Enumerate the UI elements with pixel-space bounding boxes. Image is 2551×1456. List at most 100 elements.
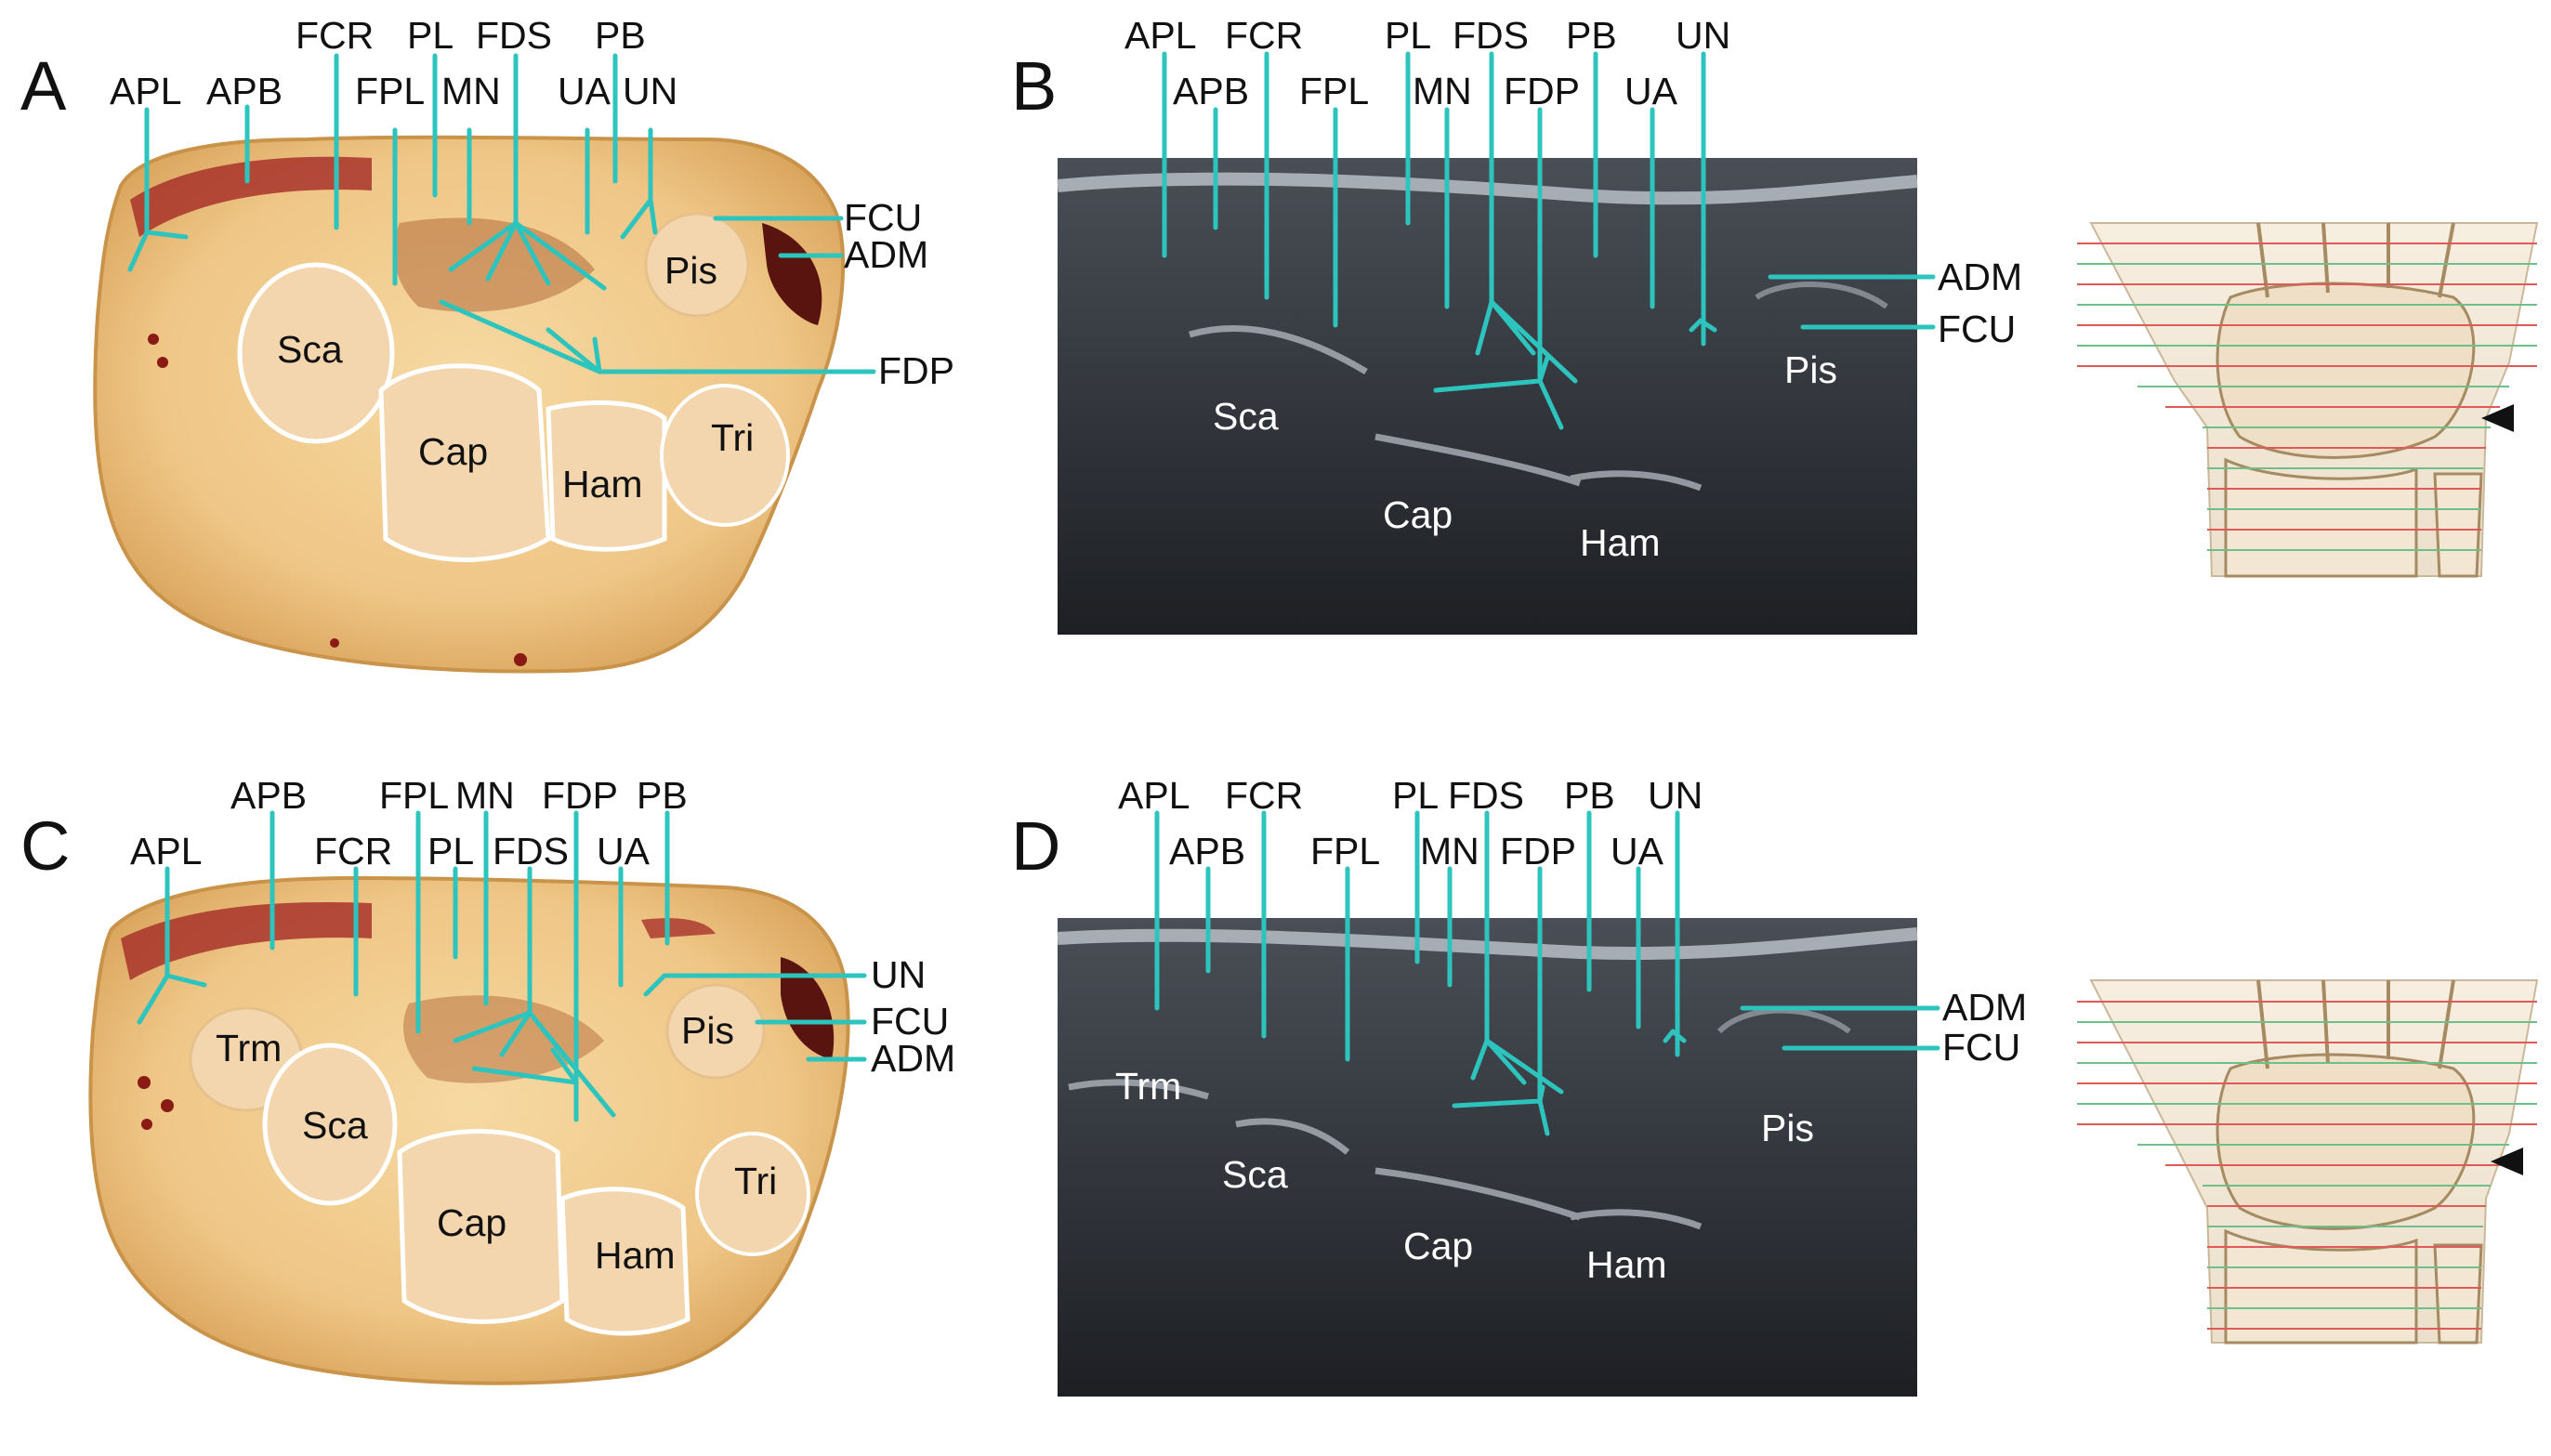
- panel-b: B Sca Cap Ham Pis APL APB FCR FPL PL: [1011, 14, 2022, 635]
- label-pb: PB: [637, 774, 688, 817]
- label-mn: MN: [441, 70, 501, 112]
- radius-ulna: [2224, 457, 2483, 578]
- label-fcu: FCU: [871, 1000, 949, 1043]
- label-apb: APB: [1173, 70, 1249, 112]
- reference-lines: [2077, 1001, 2537, 1330]
- label-apb: APB: [1169, 830, 1245, 872]
- panel-letter-c: C: [20, 807, 70, 885]
- bone-hamate-a: [546, 400, 667, 552]
- bone-label-tri: Tri: [734, 1160, 777, 1202]
- reference-lines: [2077, 243, 2537, 551]
- bone-pisiform-a: [644, 212, 750, 318]
- vessel-dot: [157, 357, 168, 368]
- label-fcr: FCR: [296, 14, 374, 57]
- muscle-adm-a: [762, 223, 822, 325]
- label-adm: ADM: [1942, 986, 2027, 1029]
- muscle-dorsal-band-a: [130, 156, 372, 237]
- label-un: UN: [1676, 14, 1730, 57]
- bone-capitate-c: [397, 1129, 565, 1324]
- vessel-dot: [138, 1076, 151, 1089]
- ultrasound-image-b: [1058, 158, 1917, 635]
- label-apl: APL: [1118, 774, 1190, 817]
- leader-lines-a: [127, 53, 876, 374]
- label-fpl: FPL: [1299, 70, 1369, 112]
- vessel-dot: [514, 653, 527, 666]
- label-fcu: FCU: [1938, 308, 2016, 350]
- level-indicator-arrow-top: [2481, 404, 2514, 432]
- bone-label-pis: Pis: [1761, 1107, 1814, 1149]
- label-fpl: FPL: [1310, 830, 1380, 872]
- label-fds: FDS: [1448, 774, 1524, 817]
- label-pb: PB: [1564, 774, 1615, 817]
- panel-d: D Trm Sca Cap Ham Pis APL APB FCR FPL: [1011, 774, 2027, 1397]
- vessel-dot: [141, 1119, 152, 1130]
- label-pl: PL: [427, 830, 474, 872]
- muscle-adm-c: [781, 957, 835, 1059]
- panel-letter-d: D: [1011, 807, 1060, 885]
- label-fdp: FDP: [1504, 70, 1580, 112]
- carpal-outline: [2216, 1053, 2476, 1230]
- vessel-dot: [161, 1099, 174, 1112]
- bone-label-ham: Ham: [595, 1234, 676, 1277]
- label-mn: MN: [455, 774, 515, 817]
- label-pl: PL: [407, 14, 454, 57]
- bone-label-cap: Cap: [1403, 1225, 1473, 1267]
- label-fds: FDS: [476, 14, 552, 57]
- panel-letter-b: B: [1011, 47, 1057, 125]
- bone-label-pis: Pis: [1784, 348, 1837, 391]
- vessel-dot: [330, 638, 339, 648]
- leader-lines-c: [137, 810, 867, 1122]
- label-pb: PB: [595, 14, 646, 57]
- label-fcu: FCU: [844, 196, 922, 239]
- label-mn: MN: [1420, 830, 1479, 872]
- label-un: UN: [871, 953, 926, 996]
- skin-echo-d: [1057, 927, 1918, 960]
- panel-c: C Trm Sca Cap Ham Tri Pis: [20, 774, 955, 1385]
- label-adm: ADM: [1938, 256, 2022, 298]
- hand-reference-top: [2072, 214, 2539, 578]
- label-pl: PL: [1385, 14, 1431, 57]
- panel-a: A Sca Cap Ham Tri Pis: [20, 14, 954, 674]
- label-apb: APB: [230, 774, 307, 817]
- bone-scaphoid-a: [237, 262, 395, 444]
- label-apl: APL: [110, 70, 182, 112]
- bone-label-sca: Sca: [1213, 395, 1279, 438]
- bone-label-ham: Ham: [562, 463, 643, 505]
- label-fpl: FPL: [379, 774, 449, 817]
- carpal-outline: [2216, 282, 2476, 459]
- bone-pisiform-c: [665, 983, 766, 1080]
- bone-label-pis: Pis: [681, 1009, 734, 1052]
- label-fcu: FCU: [1942, 1026, 2020, 1069]
- bone-triquetrum-c: [695, 1132, 810, 1256]
- leader-lines-b: [1162, 51, 1936, 430]
- label-apl: APL: [1124, 14, 1197, 57]
- bone-label-trm: Trm: [216, 1027, 282, 1069]
- bone-echo-d: [1068, 1079, 1703, 1230]
- bone-label-pis: Pis: [664, 249, 717, 292]
- bone-label-trm: Trm: [1115, 1065, 1181, 1108]
- muscle-pb-c: [641, 918, 716, 938]
- label-fdp: FDP: [1500, 830, 1576, 872]
- bone-label-sca: Sca: [1222, 1153, 1288, 1196]
- label-pb: PB: [1566, 14, 1617, 57]
- label-ua: UA: [597, 830, 651, 872]
- label-fpl: FPL: [355, 70, 425, 112]
- pisiform-echo-b: [1755, 282, 1888, 309]
- metacarpal-lines: [2256, 222, 2455, 298]
- label-un: UN: [623, 70, 677, 112]
- label-ua: UA: [1624, 70, 1678, 112]
- hand-reference-bottom: [2077, 979, 2539, 1345]
- carpal-tunnel-c: [403, 995, 604, 1083]
- label-adm: ADM: [871, 1037, 955, 1080]
- bone-label-ham: Ham: [1586, 1243, 1667, 1286]
- bone-echo-b: [1189, 325, 1703, 492]
- bone-label-cap: Cap: [437, 1201, 506, 1244]
- label-un: UN: [1648, 774, 1703, 817]
- bone-hamate-c: [559, 1187, 690, 1336]
- label-fcr: FCR: [1225, 774, 1303, 817]
- label-fdp: FDP: [878, 349, 954, 392]
- label-fcr: FCR: [314, 830, 392, 872]
- label-ua: UA: [558, 70, 611, 112]
- bone-capitate-a: [378, 363, 551, 562]
